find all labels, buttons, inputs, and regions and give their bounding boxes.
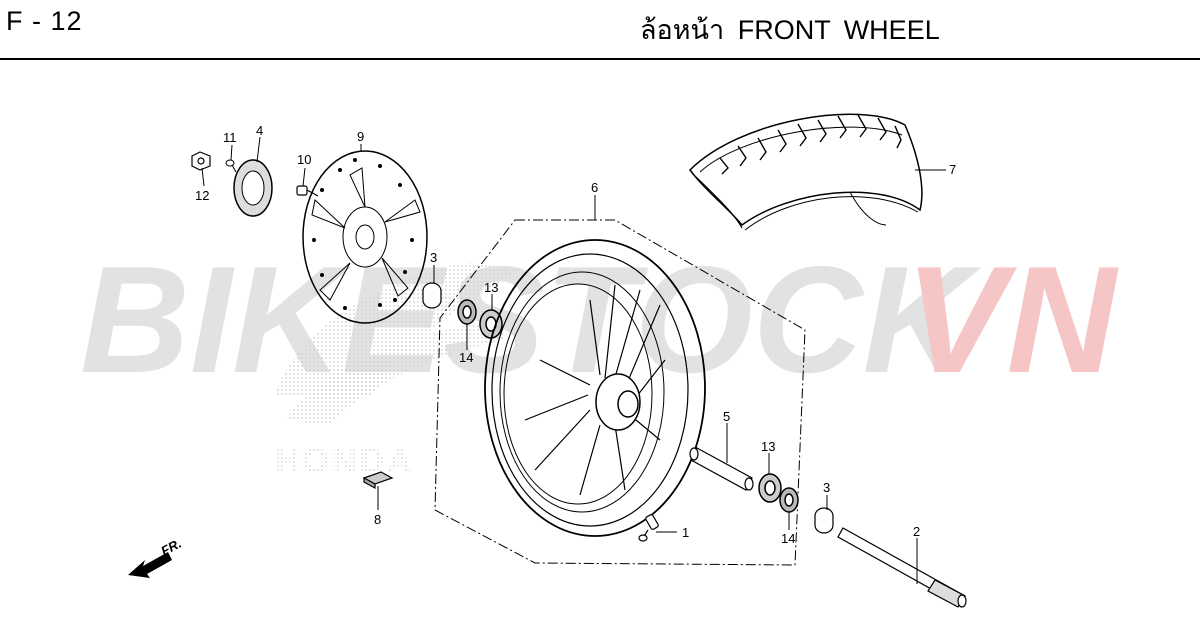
side-collar-right — [814, 507, 834, 534]
honda-wing-logo-lower — [285, 320, 505, 425]
front-axle — [837, 527, 967, 608]
callout-13-right: 13 — [761, 439, 775, 454]
watermark: BIKESTOCK VN HONDA — [80, 235, 1119, 480]
dust-seal-right — [779, 487, 799, 513]
small-screw — [225, 159, 237, 173]
callout-4: 4 — [256, 123, 263, 138]
bearing-right — [758, 473, 782, 503]
center-collar — [689, 447, 754, 491]
dust-seal-left — [457, 299, 477, 325]
callout-8: 8 — [374, 512, 381, 527]
pulser-ring — [233, 159, 273, 217]
watermark-vn: VN — [905, 235, 1119, 405]
balance-weight — [362, 471, 394, 490]
tire — [689, 113, 923, 231]
callout-14-left: 14 — [459, 350, 473, 365]
callout-6: 6 — [591, 180, 598, 195]
callout-numbers: 1 2 3 3 4 5 6 7 8 9 10 11 12 13 13 14 14 — [195, 123, 956, 546]
side-collar-left — [422, 282, 442, 309]
flange-bolt — [191, 151, 211, 171]
callout-11: 11 — [223, 130, 237, 145]
callout-9: 9 — [357, 129, 364, 144]
title-english: FRONT WHEEL — [737, 15, 940, 45]
callout-13-left: 13 — [484, 280, 498, 295]
callout-12: 12 — [195, 188, 209, 203]
cast-wheel — [484, 239, 706, 537]
disc-bolt — [296, 185, 319, 197]
brake-disc — [302, 150, 428, 324]
callout-2: 2 — [913, 524, 920, 539]
callout-5: 5 — [723, 409, 730, 424]
honda-logo-text: HONDA — [275, 442, 415, 480]
tire-valve — [638, 514, 659, 542]
callout-3-right: 3 — [823, 480, 830, 495]
bearing-left — [479, 309, 503, 339]
page-title: ล้อหน้า FRONT WHEEL — [640, 8, 940, 51]
callout-10: 10 — [297, 152, 311, 167]
callout-3-left: 3 — [430, 250, 437, 265]
wheel-assembly-bracket — [434, 219, 806, 566]
direction-label: FR. — [158, 536, 184, 559]
callout-14-right: 14 — [781, 531, 795, 546]
page-code: F - 12 — [6, 6, 83, 36]
leader-lines — [201, 136, 946, 584]
direction-arrow: FR. — [128, 536, 184, 578]
title-thai: ล้อหน้า — [640, 15, 725, 45]
watermark-bikestock: BIKESTOCK — [80, 235, 982, 405]
callout-7: 7 — [949, 162, 956, 177]
header-divider — [0, 58, 1200, 60]
honda-wing-logo — [275, 262, 520, 395]
callout-1: 1 — [682, 525, 689, 540]
